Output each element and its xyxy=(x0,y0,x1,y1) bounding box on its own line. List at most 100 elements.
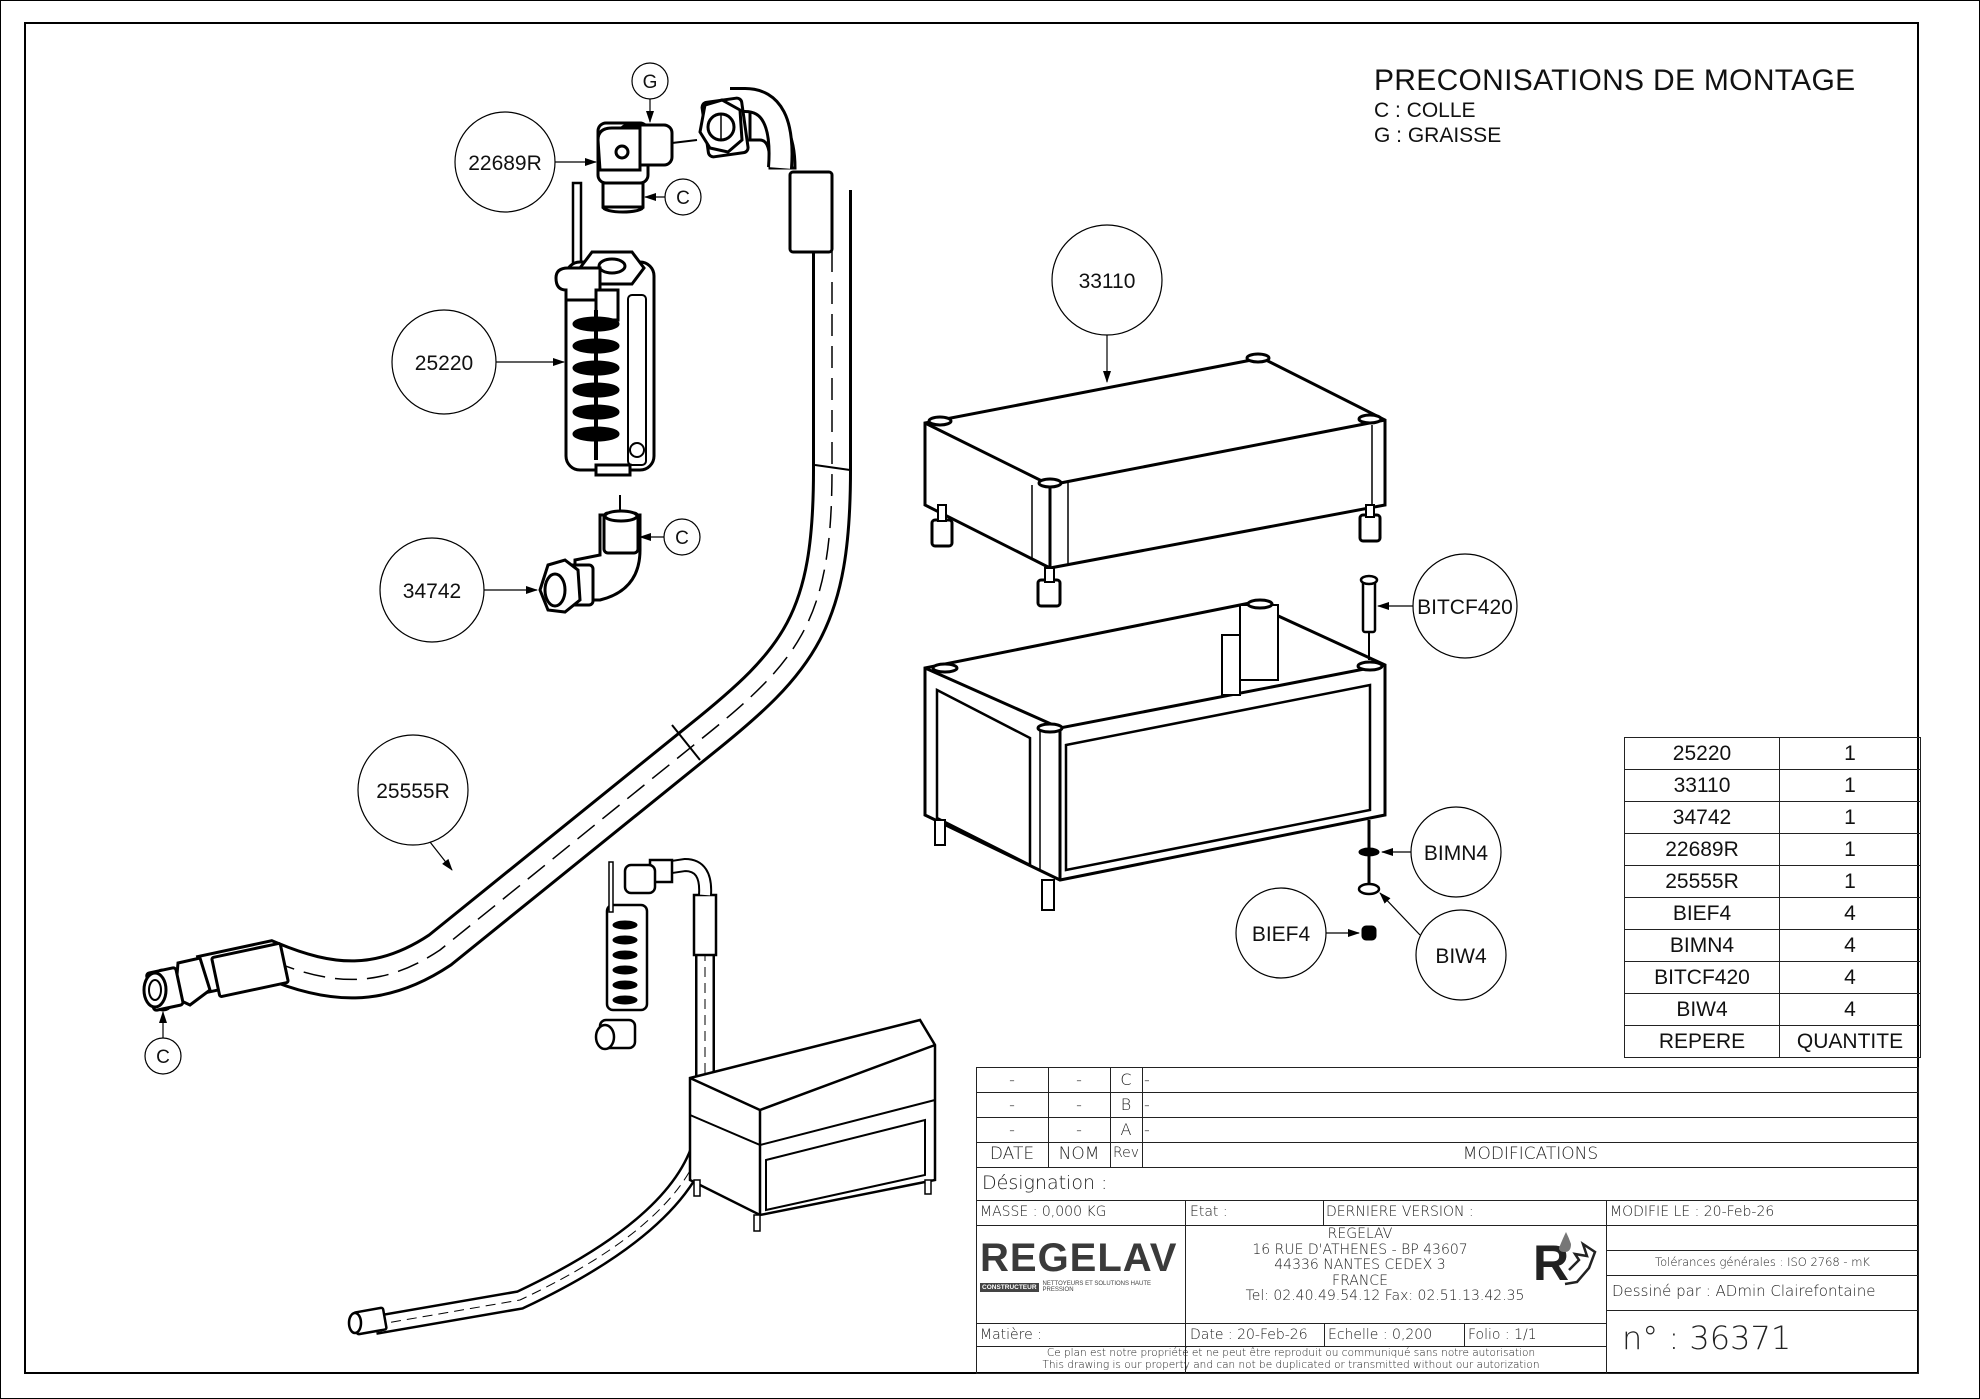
title-block-border xyxy=(976,1067,1919,1374)
callout-25220 xyxy=(391,309,565,415)
divider xyxy=(1048,1067,1049,1167)
bom-quantite: 4 xyxy=(1779,929,1921,962)
logo-subtitle: NETTOYEURS ET SOLUTIONS HAUTE PRESSION xyxy=(1042,1281,1151,1293)
divider xyxy=(976,1346,1606,1347)
callout-BIEF4 xyxy=(1235,887,1360,979)
bom-repere: BIEF4 xyxy=(1624,897,1780,930)
rev-date: - xyxy=(1009,1070,1015,1089)
derniere-version-field: DERNIERE VERSION : xyxy=(1326,1204,1474,1220)
address-line: Tel: 02.40.49.54.12 Fax: 02.51.13.42.35 xyxy=(1245,1288,1525,1304)
callout-glue-C-hose xyxy=(144,1011,182,1075)
dessine-par-field: Dessiné par : ADmin Clairefontaine xyxy=(1612,1282,1876,1300)
bom-repere: BITCF420 xyxy=(1624,961,1780,994)
rev-header-rev: Rev xyxy=(1113,1145,1139,1161)
divider xyxy=(1464,1323,1465,1346)
callout-text-34742: 34742 xyxy=(403,580,461,603)
address-line: REGELAV xyxy=(1327,1226,1393,1242)
box-body xyxy=(923,598,1387,911)
rev-nom: - xyxy=(1076,1070,1082,1089)
bom-repere: 25555R xyxy=(1624,865,1780,898)
callout-text-C-top: C xyxy=(676,188,690,209)
bom-quantite: 1 xyxy=(1779,865,1921,898)
date-field: Date : 20-Feb-26 xyxy=(1190,1327,1308,1343)
address-line: 44336 NANTES CEDEX 3 xyxy=(1274,1257,1446,1273)
bom-quantite: 1 xyxy=(1779,833,1921,866)
elbow-22689R xyxy=(596,121,698,214)
rev-letter: C xyxy=(1120,1070,1132,1089)
divider xyxy=(976,1092,1919,1093)
divider xyxy=(1606,1250,1919,1251)
note-colle: C : COLLE xyxy=(1374,99,1476,122)
callout-22689R xyxy=(454,111,597,213)
bom-header-repere: REPERE xyxy=(1624,1025,1780,1058)
designation-label: Désignation : xyxy=(982,1172,1108,1194)
assembly-notes: PRECONISATIONS DE MONTAGE C : COLLE G : … xyxy=(1374,64,1855,148)
logo-tag: CONSTRUCTEUR xyxy=(980,1282,1039,1292)
callout-text-BIMN4: BIMN4 xyxy=(1424,842,1489,865)
title-block: - - C - - - B - - - A - DATE NOM Rev MOD… xyxy=(976,1067,1919,1374)
drawing-frame xyxy=(24,22,1919,1374)
rev-header-modifications: MODIFICATIONS xyxy=(1462,1144,1599,1164)
callout-BIMN4 xyxy=(1381,806,1502,898)
rev-nom: - xyxy=(1076,1095,1082,1114)
bom-quantite: 4 xyxy=(1779,897,1921,930)
callout-text-25555R: 25555R xyxy=(376,780,450,803)
address-line: 16 RUE D'ATHENES - BP 43607 xyxy=(1252,1241,1468,1258)
divider xyxy=(1324,1323,1325,1346)
etat-field: Etat : xyxy=(1190,1204,1228,1220)
callout-text-BIW4: BIW4 xyxy=(1435,945,1487,968)
rev-header-nom: NOM xyxy=(1058,1144,1100,1164)
divider xyxy=(976,1323,1606,1324)
divider xyxy=(976,1117,1919,1118)
rev-modification: - xyxy=(1144,1120,1150,1139)
divider xyxy=(976,1167,1919,1168)
bom-quantite: 4 xyxy=(1779,993,1921,1026)
callout-text-G: G xyxy=(643,72,658,93)
regelav-logo: REGELAV CONSTRUCTEUR NETTOYEURS ET SOLUT… xyxy=(980,1237,1180,1307)
hose-top-elbow xyxy=(698,87,834,254)
rev-nom: - xyxy=(1076,1120,1082,1139)
bom-repere: BIW4 xyxy=(1624,993,1780,1026)
regelav-r-logo-icon: R xyxy=(1533,1232,1597,1290)
rev-modification: - xyxy=(1144,1070,1150,1089)
modifie-le-field: MODIFIE LE : 20-Feb-26 xyxy=(1610,1204,1775,1220)
divider xyxy=(976,1142,1919,1143)
logo-tagline: CONSTRUCTEUR NETTOYEURS ET SOLUTIONS HAU… xyxy=(980,1281,1180,1293)
callout-text-22689R: 22689R xyxy=(468,152,542,175)
hose-bottom-fitting xyxy=(142,942,290,1012)
callout-grease-G xyxy=(631,62,669,123)
divider xyxy=(1110,1067,1111,1167)
rev-header-date: DATE xyxy=(989,1144,1035,1164)
rev-letter: A xyxy=(1120,1120,1132,1139)
drawing-number: n° : 36371 xyxy=(1622,1319,1792,1357)
lid-33110 xyxy=(923,352,1387,608)
bom-repere: 33110 xyxy=(1624,769,1780,802)
assembled-fins xyxy=(612,920,638,1005)
screw-BITCF420 xyxy=(1359,574,1379,660)
washer-BIW4 xyxy=(1357,882,1381,896)
echelle-field: Echelle : 0,200 xyxy=(1328,1327,1433,1343)
elbow-34742 xyxy=(538,495,642,614)
assembled-view xyxy=(347,857,937,1336)
callout-text-BITCF420: BITCF420 xyxy=(1417,596,1513,619)
divider xyxy=(1185,1200,1186,1374)
folio-field: Folio : 1/1 xyxy=(1468,1327,1537,1343)
callout-glue-C-elbow xyxy=(639,518,701,556)
divider xyxy=(1606,1275,1919,1276)
disclaimer-en: This drawing is our property and can not… xyxy=(1042,1359,1540,1371)
hose-25555R xyxy=(195,190,852,1000)
callout-BIW4 xyxy=(1379,892,1507,1001)
matiere-field: Matière : xyxy=(980,1327,1042,1343)
disclaimer: Ce plan est notre propriété et ne peut ê… xyxy=(976,1347,1606,1371)
divider xyxy=(976,1200,1919,1201)
bom-header-quantite: QUANTITE xyxy=(1779,1025,1921,1058)
callout-BITCF420 xyxy=(1377,553,1518,659)
masse-field: MASSE : 0,000 KG xyxy=(980,1204,1107,1220)
